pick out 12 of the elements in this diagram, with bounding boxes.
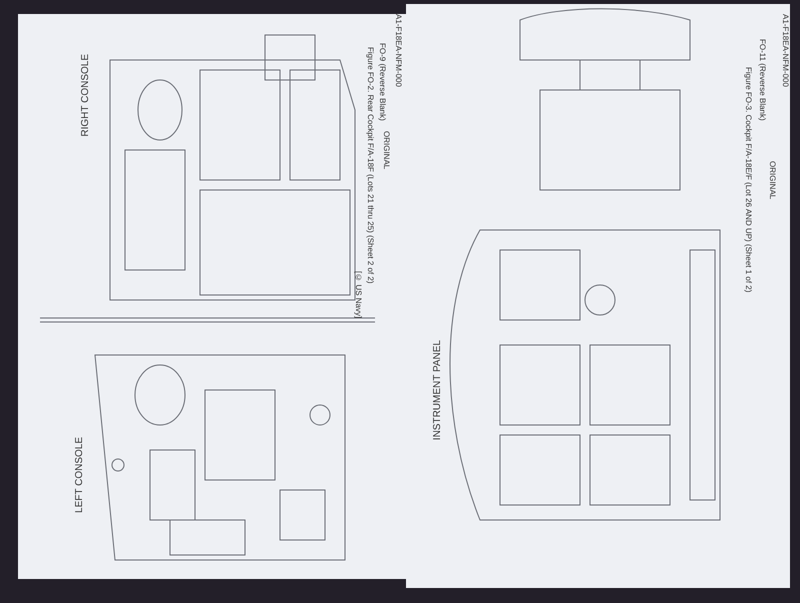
figure-caption: Figure FO-2. Rear Cockpit F/A-18F (Lots 21 thru 25) (Sheet 2 of 2) xyxy=(366,46,374,284)
page-number: FO-9 (Reverse Blank) xyxy=(378,43,386,121)
document-number: A1-F18EA-NFM-000 xyxy=(781,14,789,86)
page-number: FO-11 (Reverse Blank) xyxy=(758,39,766,121)
section-heading: RIGHT CONSOLE xyxy=(81,54,91,136)
edition-text: ORIGINAL xyxy=(768,160,776,200)
section-heading: LEFT CONSOLE xyxy=(75,437,85,513)
section-heading: INSTRUMENT PANEL xyxy=(433,340,443,440)
figure-caption: Figure FO-3. Cockpit F/A-18E/F (Lot 26 AND UP) (Sheet 1 of 2) xyxy=(744,67,752,293)
copyright-note: [© US Navy] xyxy=(354,271,362,319)
edition-text: ORIGINAL xyxy=(382,130,390,170)
document-number: A1-F18EA-NFM-000 xyxy=(394,14,402,86)
